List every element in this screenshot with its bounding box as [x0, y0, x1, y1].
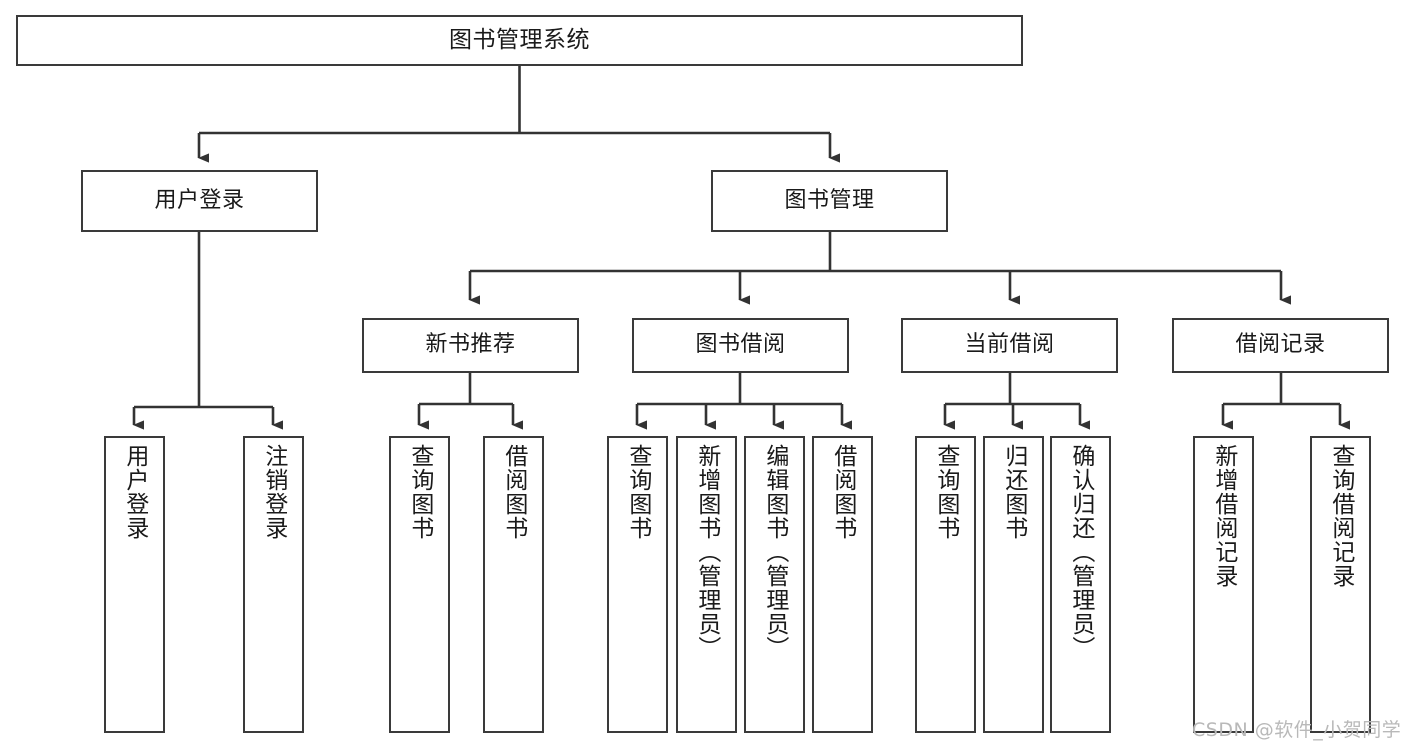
node-current-borrow[interactable]: 当前借阅 [901, 318, 1118, 373]
node-user-login[interactable]: 用户登录 [81, 170, 318, 232]
node-label: 查询图书 [932, 444, 959, 540]
node-leaf-borrow-book[interactable]: 借阅图书 [812, 436, 873, 733]
node-label: 新增图书（管理员） [693, 444, 720, 660]
node-label: 注销登录 [260, 444, 287, 540]
node-leaf-return-book[interactable]: 归还图书 [983, 436, 1044, 733]
node-label: 用户登录 [121, 444, 148, 540]
node-label: 借阅图书 [829, 444, 856, 540]
node-leaf-borrow-book-recommend[interactable]: 借阅图书 [483, 436, 544, 733]
node-leaf-query-book-current[interactable]: 查询图书 [915, 436, 976, 733]
node-label: 查询图书 [406, 444, 433, 540]
node-label: 新书推荐 [425, 332, 516, 358]
node-leaf-query-book-recommend[interactable]: 查询图书 [389, 436, 450, 733]
node-leaf-query-book-borrow[interactable]: 查询图书 [607, 436, 668, 733]
node-new-book-recommend[interactable]: 新书推荐 [362, 318, 579, 373]
node-label: 当前借阅 [964, 332, 1055, 358]
node-label: 借阅图书 [500, 444, 527, 540]
node-leaf-add-book-admin[interactable]: 新增图书（管理员） [676, 436, 737, 733]
node-label: 新增借阅记录 [1210, 444, 1237, 588]
node-label: 查询图书 [624, 444, 651, 540]
node-leaf-edit-book-admin[interactable]: 编辑图书（管理员） [744, 436, 805, 733]
node-label: 借阅记录 [1235, 332, 1326, 358]
node-root-system[interactable]: 图书管理系统 [16, 15, 1023, 66]
node-label: 图书管理系统 [449, 26, 590, 53]
node-leaf-confirm-return-admin[interactable]: 确认归还（管理员） [1050, 436, 1111, 733]
node-label: 编辑图书（管理员） [761, 444, 788, 660]
node-book-borrow[interactable]: 图书借阅 [632, 318, 849, 373]
node-label: 图书管理 [784, 187, 875, 213]
node-label: 查询借阅记录 [1327, 444, 1354, 588]
node-leaf-user-login[interactable]: 用户登录 [104, 436, 165, 733]
node-label: 确认归还（管理员） [1067, 444, 1094, 660]
node-borrow-record[interactable]: 借阅记录 [1172, 318, 1389, 373]
node-label: 用户登录 [154, 187, 245, 213]
node-label: 图书借阅 [695, 332, 786, 358]
node-leaf-add-borrow-record[interactable]: 新增借阅记录 [1193, 436, 1254, 733]
node-label: 归还图书 [1000, 444, 1027, 540]
node-leaf-query-borrow-record[interactable]: 查询借阅记录 [1310, 436, 1371, 733]
node-leaf-logout[interactable]: 注销登录 [243, 436, 304, 733]
node-book-management[interactable]: 图书管理 [711, 170, 948, 232]
